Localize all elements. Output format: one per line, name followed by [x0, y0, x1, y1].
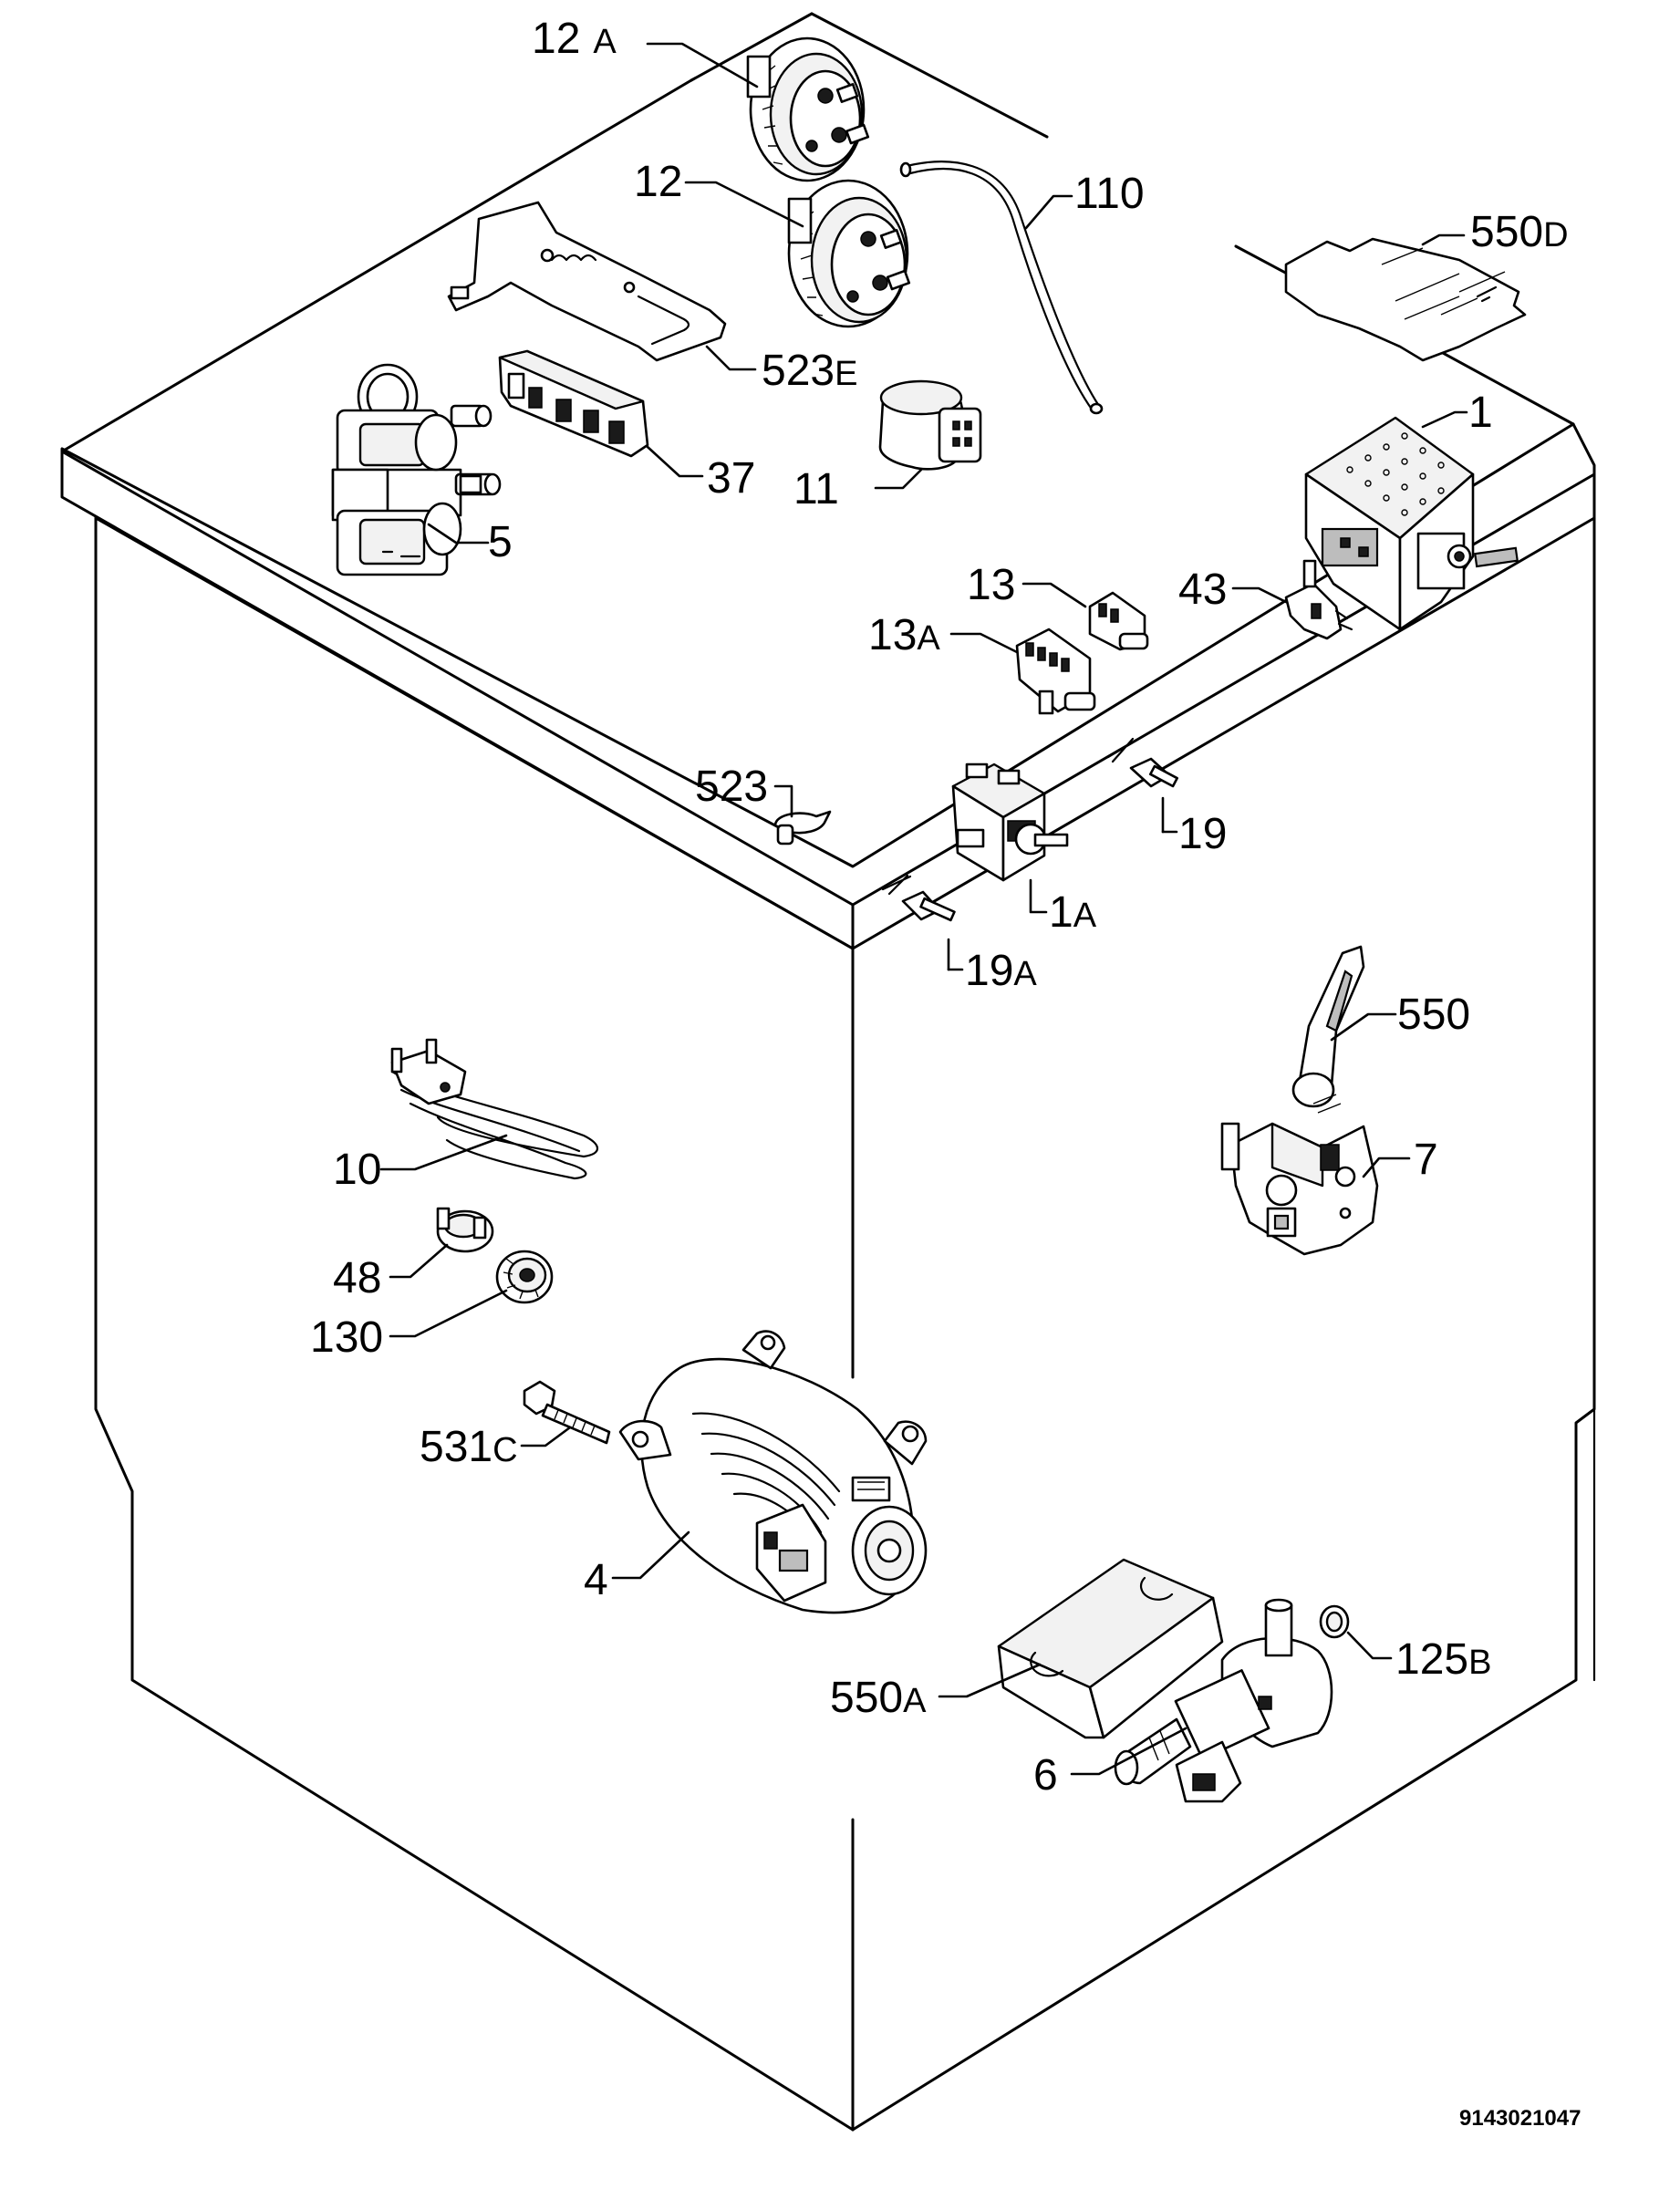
callout-4: 4 [584, 1556, 608, 1604]
wire-19 [1106, 737, 1179, 788]
callout-523: 523 [695, 763, 768, 811]
thermostat-48 [436, 1207, 494, 1253]
callout-550: 550 [1397, 991, 1470, 1039]
lever-550 [1291, 945, 1365, 1108]
callout-6: 6 [1033, 1751, 1058, 1800]
callout-7: 7 [1414, 1136, 1438, 1184]
callout-130: 130 [310, 1313, 383, 1362]
callout-531c: 531C [420, 1423, 518, 1471]
bracket-523e [447, 201, 727, 362]
leader-lines [379, 42, 1468, 1776]
callout-523e: 523E [762, 347, 857, 395]
clip-523 [773, 810, 832, 846]
callout-12: 12 [634, 158, 682, 206]
callout-1a: 1A [1049, 888, 1097, 937]
switch-43 [1284, 559, 1353, 640]
callout-48: 48 [333, 1254, 381, 1302]
heater-10 [390, 1038, 599, 1180]
callout-125b: 125B [1395, 1635, 1491, 1684]
callout-19a: 19A [965, 947, 1037, 995]
screw-531c [523, 1380, 611, 1445]
callout-43: 43 [1178, 565, 1227, 614]
cover-550a [997, 1558, 1224, 1739]
timer-1 [1304, 416, 1519, 631]
callout-550a: 550A [830, 1674, 927, 1722]
motor-4 [618, 1330, 928, 1614]
callout-11: 11 [793, 465, 839, 514]
pressure-switch-12 [787, 179, 911, 328]
terminal-block-37 [498, 349, 649, 458]
solenoid-valve-5 [331, 363, 502, 576]
seal-ring-125b [1319, 1604, 1350, 1639]
callout-1: 1 [1468, 389, 1493, 437]
callout-5: 5 [488, 518, 513, 566]
filter-11 [878, 379, 982, 471]
callout-10: 10 [333, 1146, 381, 1194]
callout-550d: 550D [1470, 208, 1569, 256]
callout-110: 110 [1074, 170, 1145, 218]
callout-19: 19 [1178, 810, 1227, 858]
pressure-switch-12a [746, 36, 870, 182]
callout-13a: 13A [868, 611, 940, 659]
door-lock-7 [1220, 1094, 1379, 1256]
hose-110 [899, 161, 1104, 415]
document-number: 9143021047 [1459, 2106, 1581, 2131]
gland-130 [495, 1250, 554, 1304]
callout-13: 13 [967, 561, 1015, 609]
connector-13a [1015, 628, 1096, 715]
callout-37: 37 [707, 454, 755, 503]
connector-13 [1088, 591, 1149, 651]
selector-switch-1a [951, 763, 1069, 882]
panel-550d [1284, 237, 1527, 362]
wire-19a [881, 874, 956, 922]
